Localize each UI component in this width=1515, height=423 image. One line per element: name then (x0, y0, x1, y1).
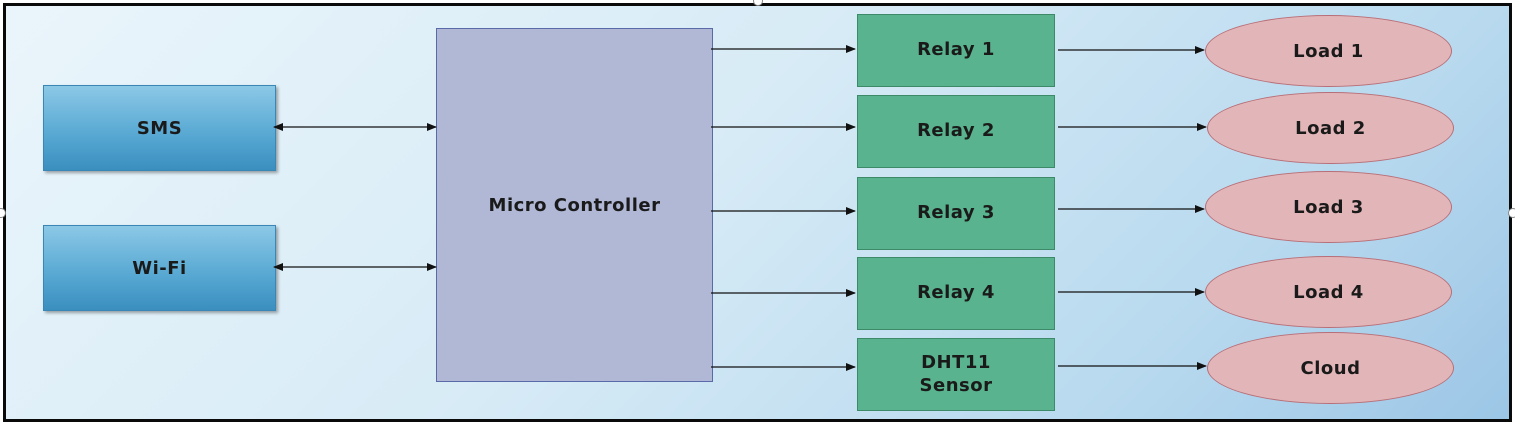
load-4-ellipse: Load 4 (1205, 256, 1452, 328)
dht11-label: DHT11 (921, 352, 991, 373)
load-3-label: Load 3 (1293, 196, 1364, 218)
load-3-ellipse: Load 3 (1205, 171, 1452, 243)
relay-2-label: Relay 2 (917, 120, 995, 142)
micro-controller-block: Micro Controller (436, 28, 713, 382)
resize-handle-left[interactable] (0, 208, 6, 218)
load-4-label: Load 4 (1293, 281, 1364, 303)
micro-controller-label: Micro Controller (488, 194, 661, 216)
sensor-label: Sensor (919, 374, 993, 396)
load-1-ellipse: Load 1 (1205, 15, 1452, 87)
sms-label: SMS (136, 117, 183, 139)
load-2-label: Load 2 (1295, 117, 1366, 139)
relay-2-block: Relay 2 (857, 95, 1055, 168)
resize-handle-right[interactable] (1508, 208, 1515, 218)
relay-3-label: Relay 3 (917, 202, 995, 224)
relay-1-label: Relay 1 (917, 39, 995, 61)
relay-1-block: Relay 1 (857, 14, 1055, 87)
load-1-label: Load 1 (1293, 40, 1364, 62)
relay-3-block: Relay 3 (857, 177, 1055, 250)
cloud-ellipse: Cloud (1207, 332, 1454, 404)
relay-4-block: Relay 4 (857, 257, 1055, 330)
sms-block: SMS (43, 85, 276, 171)
relay-4-label: Relay 4 (917, 282, 995, 304)
dht11-sensor-block: DHT11 Sensor (857, 338, 1055, 411)
wifi-label: Wi-Fi (132, 257, 187, 279)
load-2-ellipse: Load 2 (1207, 92, 1454, 164)
cloud-label: Cloud (1300, 357, 1361, 379)
resize-handle-top[interactable] (753, 0, 763, 6)
